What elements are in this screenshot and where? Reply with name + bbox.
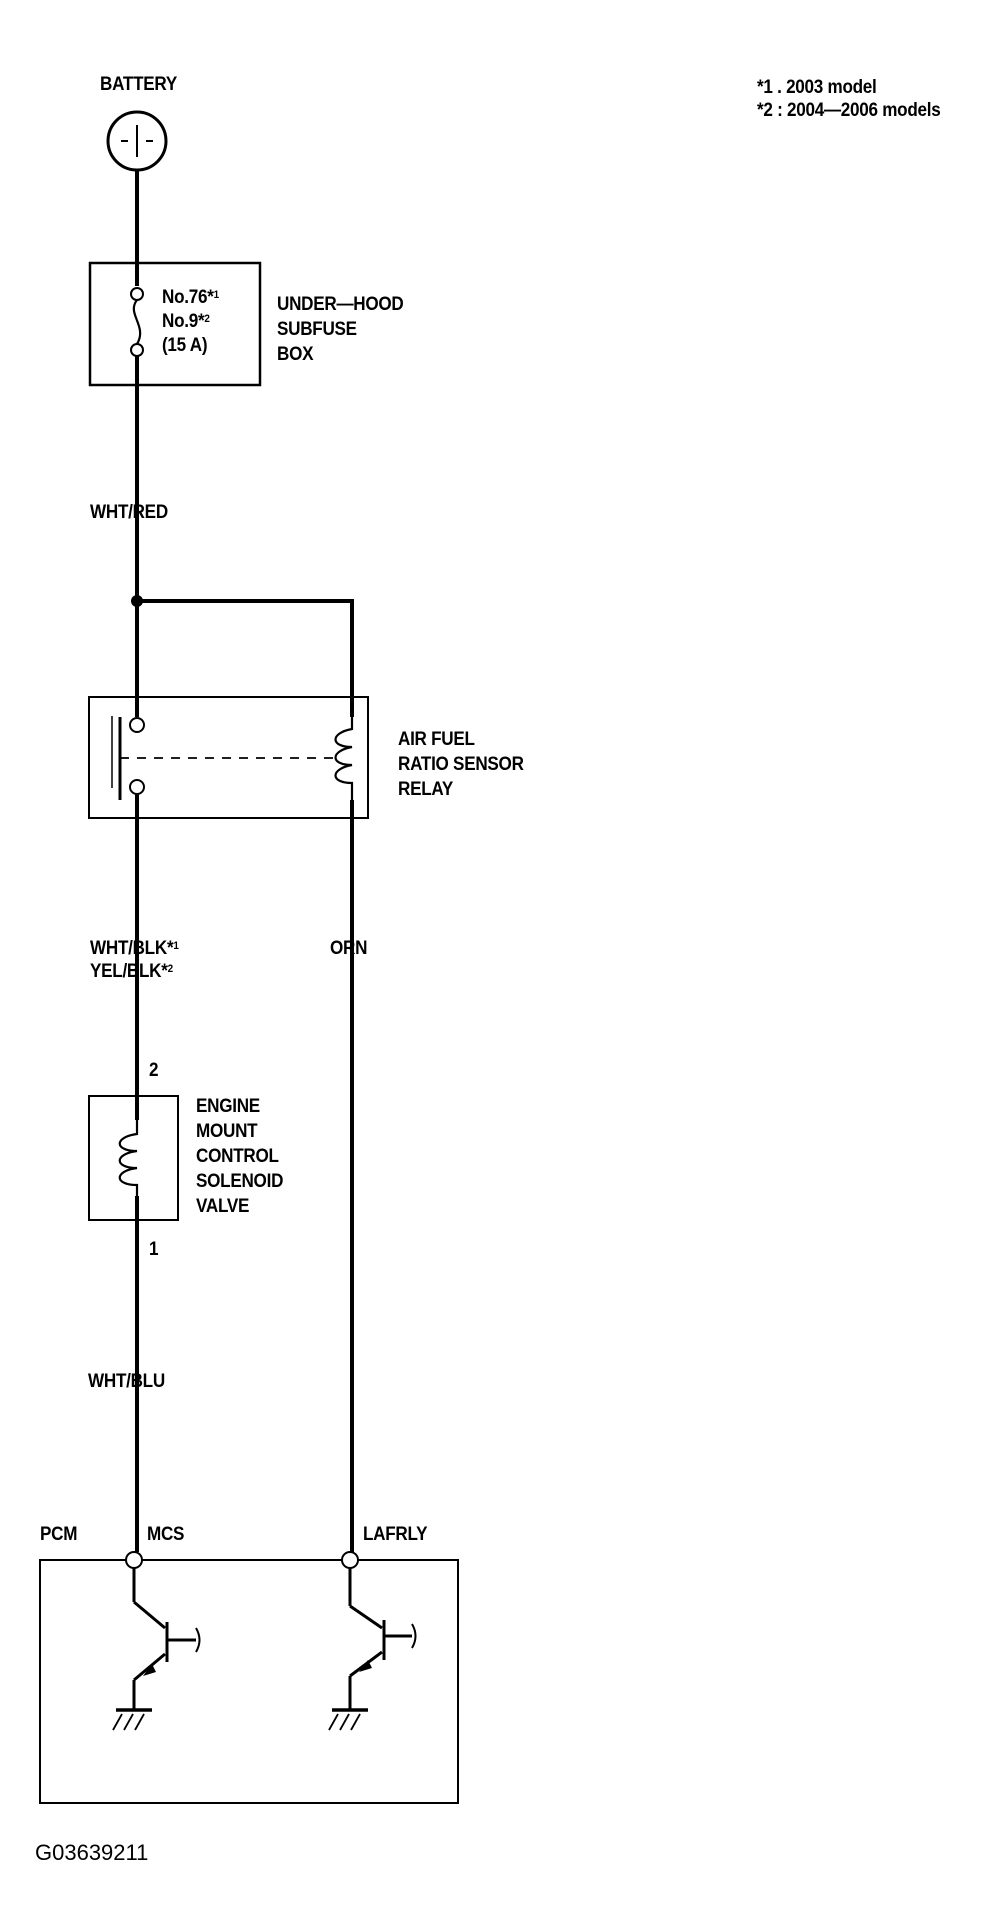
pcm-terminal-lafrly-label: LAFRLY (363, 1524, 428, 1545)
fuse-box-name-2: SUBFUSE (277, 319, 357, 340)
solenoid-box (88, 1095, 179, 1221)
fuse-element (132, 299, 142, 345)
relay-name-1: AIR FUEL (398, 729, 475, 750)
fuse-box-name-3: BOX (277, 344, 314, 365)
fuse-rating: (15 A) (162, 335, 208, 356)
solenoid-name-4: SOLENOID (196, 1171, 284, 1192)
wire-label-wht-blu: WHT/BLU (88, 1371, 165, 1392)
relay-box (88, 696, 369, 819)
pcm-terminal-mcs (125, 1551, 143, 1569)
solenoid-name-3: CONTROL (196, 1146, 279, 1167)
solenoid-name-1: ENGINE (196, 1096, 260, 1117)
pcm-terminal-lafrly (341, 1551, 359, 1569)
pcm-box (39, 1559, 459, 1804)
fuse-number-1: No.76*1 (162, 287, 219, 308)
solenoid-pin-2: 2 (149, 1060, 159, 1081)
pcm-transistor-lafrly (328, 1568, 417, 1731)
relay-name-3: RELAY (398, 779, 454, 800)
wire-label-wht-red: WHT/RED (90, 502, 168, 523)
pcm-terminal-mcs-label: MCS (147, 1524, 185, 1545)
solenoid-name-5: VALVE (196, 1196, 250, 1217)
pcm-label: PCM (40, 1524, 78, 1545)
pcm-transistor-mcs (112, 1568, 201, 1731)
figure-code: G03639211 (35, 1840, 149, 1865)
fuse-number-2: No.9*2 (162, 311, 210, 332)
battery-label: BATTERY (100, 74, 177, 95)
footnote-2: *2 : 2004—2006 models (757, 100, 941, 121)
wire-label-yel-blk: YEL/BLK*2 (90, 961, 173, 982)
solenoid-name-2: MOUNT (196, 1121, 258, 1142)
footnote-1: *1 . 2003 model (757, 77, 877, 98)
solenoid-coil (118, 1120, 139, 1196)
wire-junction-dot (131, 595, 143, 607)
wire-label-orn: ORN (330, 938, 368, 959)
relay-coil (334, 717, 354, 800)
wire-label-wht-blk: WHT/BLK*1 (90, 938, 179, 959)
relay-name-2: RATIO SENSOR (398, 754, 524, 775)
wire-relay-coil-feed (137, 599, 354, 717)
fuse-box (88, 261, 262, 387)
fuse-box-name-1: UNDER—HOOD (277, 294, 404, 315)
solenoid-pin-1: 1 (149, 1239, 159, 1260)
